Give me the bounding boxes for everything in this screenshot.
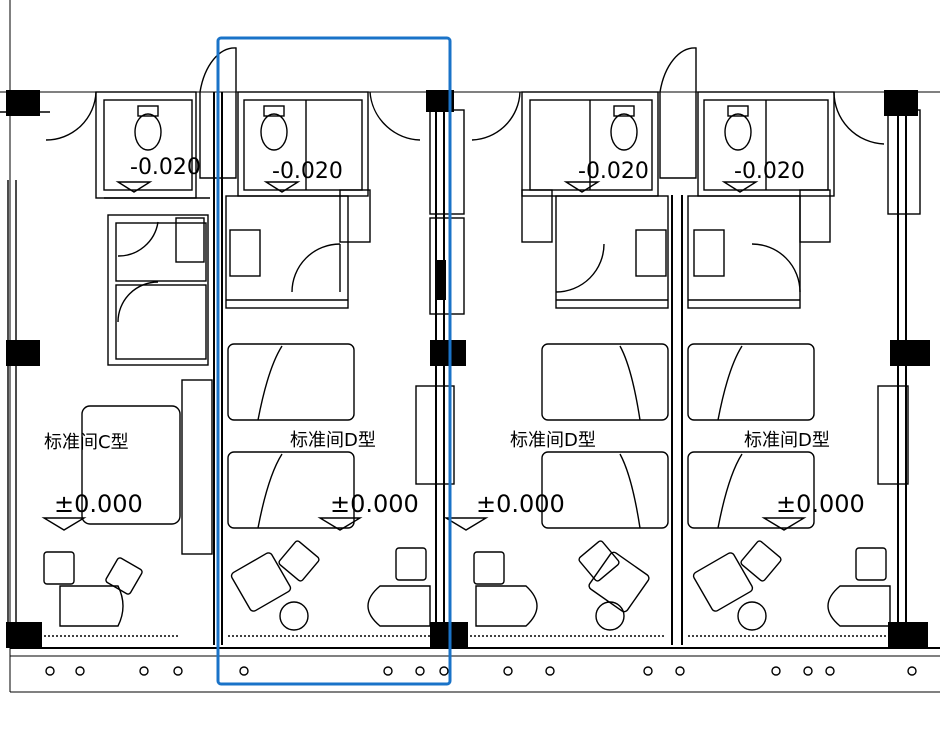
room-label-d2: 标准间D型 [510, 430, 596, 451]
selection-box[interactable] [216, 36, 452, 686]
bath-elevation-d3: -0.020 [734, 159, 805, 184]
floor-elevation-c: ±0.000 [54, 490, 143, 518]
room-label-d3: 标准间D型 [744, 430, 830, 451]
room-label-c: 标准间C型 [44, 432, 129, 453]
bath-elevation-d1: -0.020 [272, 159, 343, 184]
bath-elevation-c: -0.020 [130, 155, 201, 180]
floor-elevation-d3: ±0.000 [776, 490, 865, 518]
floor-elevation-d2: ±0.000 [476, 490, 565, 518]
bath-elevation-d2: -0.020 [578, 159, 649, 184]
room-label-d1: 标准间D型 [290, 430, 376, 451]
floor-elevation-d1: ±0.000 [330, 490, 419, 518]
